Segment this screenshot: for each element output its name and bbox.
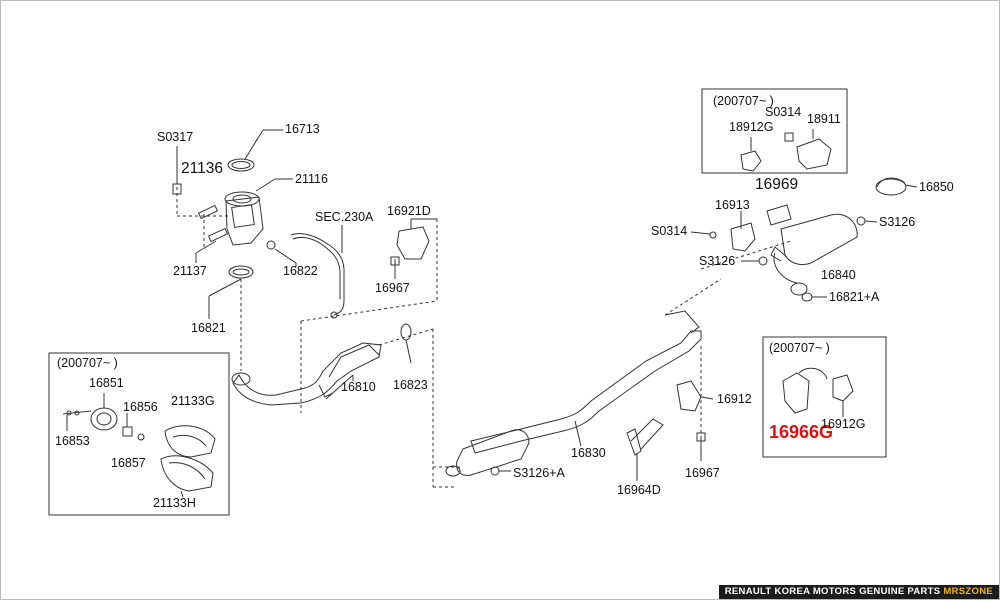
bracket-16913	[730, 222, 756, 252]
label-s3126-b: S3126	[879, 215, 916, 229]
label-16913: 16913	[715, 198, 750, 212]
label-16921d: 16921D	[387, 204, 431, 218]
tip-16850	[875, 178, 907, 196]
center-pipe-16830	[470, 330, 702, 454]
label-16810: 16810	[341, 380, 376, 394]
shield-21133h	[160, 455, 214, 492]
label-16823: 16823	[393, 378, 428, 392]
bracket-16921d	[396, 226, 430, 260]
converter-21116	[225, 196, 264, 246]
gasket-16713	[227, 158, 255, 172]
label-sec230a: SEC.230A	[315, 210, 374, 224]
label-16850: 16850	[919, 180, 954, 194]
label-18912g: 18912G	[729, 120, 774, 134]
label-16964d: 16964D	[617, 483, 661, 497]
label-16821: 16821	[191, 321, 226, 335]
label-16857: 16857	[111, 456, 146, 470]
shield-21133g	[164, 425, 216, 458]
hanger-16964d	[626, 428, 642, 456]
footer-text: RENAULT KOREA MOTORS GENUINE PARTS	[724, 586, 941, 597]
label-16822: 16822	[283, 264, 318, 278]
footer-banner: RENAULT KOREA MOTORS GENUINE PARTS MRSZO…	[718, 585, 999, 599]
box-16969-group	[701, 88, 848, 174]
rear-muffler-16840	[780, 213, 858, 266]
nut-16822	[266, 240, 276, 250]
box3-date: (200707~ )	[769, 341, 830, 355]
label-16853: 16853	[55, 434, 90, 448]
label-s0314-a: S0314	[765, 105, 802, 119]
label-21137: 21137	[173, 264, 207, 278]
box-16851-group	[48, 352, 230, 516]
bolt-s0317	[172, 183, 182, 195]
label-18911: 18911	[807, 112, 841, 126]
gasket-16821a	[801, 292, 813, 302]
label-16830: 16830	[571, 446, 606, 460]
label-21133g: 21133G	[171, 394, 215, 408]
rubber-16912g	[832, 374, 854, 402]
stud-21137	[207, 227, 229, 243]
label-16713: 16713	[285, 122, 320, 136]
label-21116: 21116	[295, 172, 328, 186]
rubber-18912g	[740, 150, 762, 172]
label-16967-b: 16967	[685, 466, 720, 480]
label-16967-a: 16967	[375, 281, 410, 295]
heat-shield-16851	[90, 407, 118, 431]
label-21136: 21136	[181, 160, 223, 177]
label-16856: 16856	[123, 400, 158, 414]
label-s0317: S0317	[157, 130, 194, 144]
box-16966g-group	[762, 336, 887, 458]
label-16969: 16969	[755, 176, 799, 193]
footer-brand: MRSZONE	[943, 586, 993, 597]
sensor-cable	[290, 233, 345, 316]
label-16851: 16851	[89, 376, 124, 390]
gasket-16821	[228, 265, 254, 279]
muffler	[456, 429, 530, 476]
bolt-21136	[197, 204, 219, 220]
label-16821-a: 16821+A	[829, 290, 880, 304]
box1-date: (200707~ )	[57, 356, 118, 370]
label-s0314-b: S0314	[651, 224, 688, 238]
label-16840: 16840	[821, 268, 856, 282]
hanger-16966g	[782, 372, 810, 414]
label-16912: 16912	[717, 392, 752, 406]
hanger-18911	[796, 138, 832, 170]
label-16966g: 16966G	[769, 422, 834, 442]
hanger-16912	[676, 380, 702, 412]
front-pipe-16810	[232, 342, 382, 406]
label-s3126-c: S3126	[699, 254, 736, 268]
label-16912g: 16912G	[821, 417, 866, 431]
box2-date: (200707~ )	[713, 94, 774, 108]
label-s3126-a: S3126+A	[513, 466, 565, 480]
label-21133h: 21133H	[153, 496, 196, 510]
